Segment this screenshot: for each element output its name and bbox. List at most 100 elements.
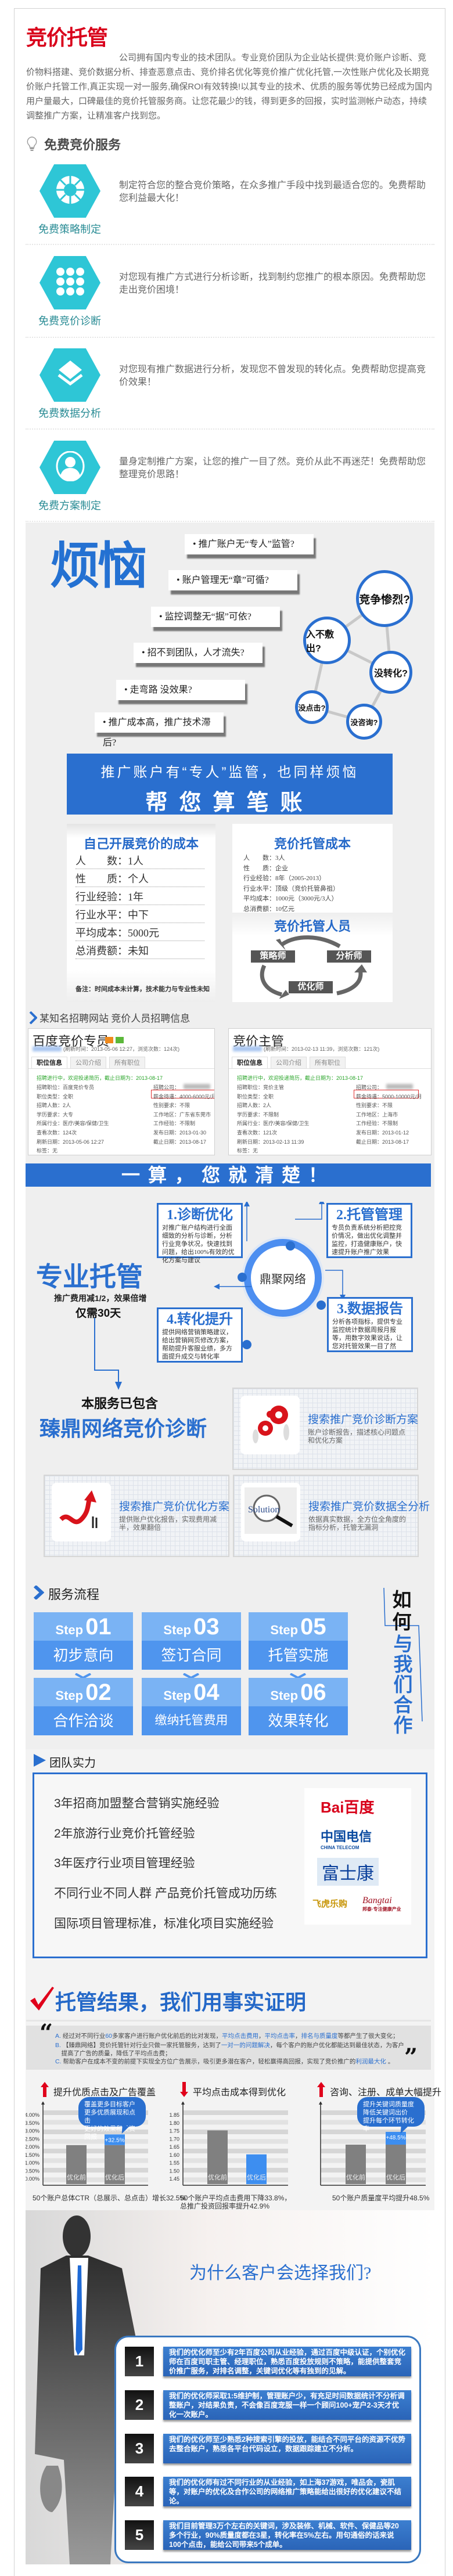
y-tick-label: 2.50% [26,2136,39,2142]
reason-number: 1 [125,2347,154,2376]
y-axis-arrow [319,2102,322,2105]
staff-role: 策略师 [251,950,295,963]
highlight-text: 一对一的问题解决 [221,2042,270,2049]
job-field: 所属行业：医疗/美容/保健/卫生 [37,1121,109,1127]
side-title-char: 我 [393,1653,413,1675]
why-title: 为什么客户会选择我们? [189,2264,372,2283]
step-word: Step [270,1623,299,1637]
self-cost-row: 人 数：1人 [76,853,204,869]
step-label: 签订合同 [142,1641,241,1670]
company-name-blurred [184,1084,210,1089]
worry-circle: 没点击? [295,690,329,724]
quote-box [26,2026,431,2070]
quote-text: ， [258,2033,265,2040]
job-tab[interactable]: 职位信息 [31,1057,67,1068]
pro-days: 仅需30天 [76,1307,121,1320]
job-field: 查看次数：124次 [37,1130,77,1136]
side-title-char: 何 [392,1611,412,1633]
account-banner: 推广账户有“专人”监管，也同样烦恼 帮您算笔账 [67,754,393,815]
quote-text: 提高了广告的质量，降低了平均点击费； [55,2050,171,2057]
chart-caption: 50个账户平均点击费用下降33.8%，总推广投资回报率提升42.9% [180,2194,292,2210]
y-tick-label: 1.60 [169,2152,179,2158]
logo-text: 富士康 [322,1864,374,1883]
y-tick-label: 1.65 [169,2144,179,2150]
team-strength-item: 3年招商加盟整合营销实施经验 [54,1797,220,1810]
recruit-heading: 某知名招聘网站 竞价人员招聘信息 [39,1013,190,1024]
managed-cost-row: 行业经验：8年（2005-2013） [243,875,326,882]
service-description: 对您现有推广数据进行分析，发现您不曾发现的转化点。免费帮助您提高竞价效果！ [119,365,426,387]
step-number: 04 [193,1680,220,1705]
side-title-lines [383,1588,423,1722]
reason-number: 3 [125,2434,154,2463]
worry-question: • 推广账户无“专人”监管? [185,534,314,554]
service-step-title: 4.转化提升 [167,1312,233,1327]
diagnosis-card-title: 搜索推广竞价数据全分析 [308,1501,430,1513]
chevron-down-icon [74,1671,92,1680]
chevron-right-icon [34,1586,44,1599]
job-field: 工作地区：上海市 [356,1111,398,1118]
page-title: 竞价托管 [26,26,108,49]
team-heading: 团队实力 [49,1757,96,1770]
quote-line: A. 经过对不同行业60多家客户进行账户优化前后的比对发现，平均点击费用，平均点… [55,2031,399,2040]
gridline-band [183,2177,288,2182]
y-axis-arrow [41,2102,45,2105]
divider [26,521,434,522]
service-icon-badge [39,441,100,494]
service-icon-badge [39,348,100,402]
included-label: 本服务已包含 [81,1396,159,1411]
pro-subtitle: 推广费用减1/2，效果倍增 [54,1294,147,1303]
y-tick-label: 3.50% [26,2120,39,2126]
y-tick-label: 1.75 [169,2128,179,2134]
diagnosis-card-image [240,1396,300,1454]
growth-arrow-icon [58,1487,105,1537]
job-field: 所属行业：医疗/美容/保健/卫生 [237,1121,310,1127]
reason-number: 2 [125,2390,154,2420]
step-label: 托管实施 [249,1641,348,1670]
job-tab[interactable]: 所有职位 [310,1057,346,1068]
feihu-logo: 飞虎乐购 [312,1897,347,1910]
gridline-band [183,2110,288,2115]
worry-circle: 竞争惨烈? [356,570,413,627]
job-status: 招聘进行中，欢迎投递简历，截止日期为：2013-08-17 [237,1075,364,1081]
staff-role: 优化师 [289,981,333,993]
bar-chart: 1.451.501.551.601.651.701.751.801.85优化前优… [169,2102,288,2186]
callout-line: 更好的效果和投资回报 [84,2125,135,2141]
bar-increase-segment [386,2132,406,2145]
managed-cost-title: 竞价托管成本 [274,837,351,851]
service-step-text: 分析各项指标，提供专业监控统计数据周报月报等，用数字效果说话，让您对托管效果一目… [332,1318,402,1350]
job-field: 标签：无 [237,1148,258,1154]
job-tab[interactable]: 公司介绍 [271,1057,307,1068]
step-word: Step [55,1688,84,1703]
job-field: 学历要求：不限制 [237,1111,279,1118]
step-number: 06 [300,1680,326,1705]
reason-text: 我们的优化师至少熟悉2种搜索引擎的投放，能结合不同平台的资源不优势去整合账户，熟… [163,2434,411,2463]
y-tick-label: 1.50 [169,2168,179,2174]
job-listing-card: 竞价主管(刷新时间：2013-02-13 11:39，浏览次数：121次)职位信… [228,1028,432,1155]
team-strength-item: 不同行业不同人群 产品竞价托管成功历练 [54,1887,277,1901]
step-label: 效果转化 [249,1706,348,1735]
job-tab[interactable]: 公司介绍 [70,1057,106,1068]
job-tab[interactable]: 所有职位 [109,1057,145,1068]
arrow-up-icon [41,2082,49,2097]
quote-text: ，每个客户的账户优化都能达到最佳状态，为客户 [269,2042,404,2049]
gears-icon [247,1400,293,1450]
y-tick-label: 2.00% [26,2144,39,2150]
urgent-badge-icon [105,1037,113,1043]
businessman-silhouette [35,2215,139,2564]
gridline-band [43,2168,148,2173]
managed-cost-row: 行业水平：顶级（竞价托管鼻祖） [243,885,339,892]
baidu-logo: Bai百度 [321,1796,374,1817]
quote-text: ， [295,2033,301,2040]
job-tab[interactable]: 职位信息 [232,1057,268,1068]
job-field: 查看次数：121次 [237,1130,278,1136]
y-tick-label: 4.00% [26,2112,39,2118]
gridline-band [43,2177,148,2182]
job-field: 招聘人数：2人 [237,1103,272,1109]
gridline-band [183,2158,288,2163]
gridline-band [321,2158,426,2163]
magnifier-icon [245,1487,297,1537]
triangle-right-icon [34,1754,46,1767]
